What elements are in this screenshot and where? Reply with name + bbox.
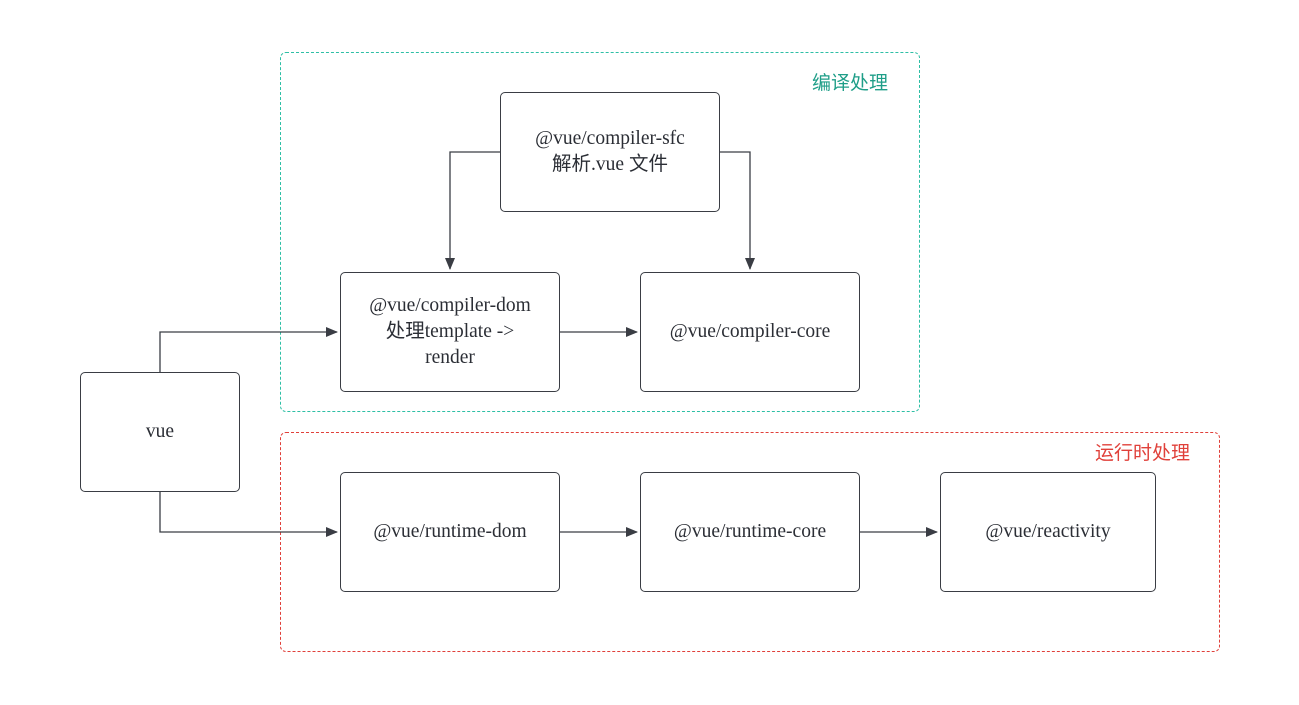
- node-compiler-core: @vue/compiler-core: [640, 272, 860, 392]
- node-vue: vue: [80, 372, 240, 492]
- node-vue-label: vue: [145, 421, 175, 442]
- node-runtime-dom: @vue/runtime-dom: [340, 472, 560, 592]
- runtime-group: [280, 432, 1220, 652]
- node-runtime-dom-label: @vue/runtime-dom: [373, 521, 527, 542]
- node-reactivity: @vue/reactivity: [940, 472, 1156, 592]
- node-reactivity-label: @vue/reactivity: [985, 521, 1111, 542]
- node-compiler-sfc-line-2: 解析.vue 文件: [552, 154, 668, 175]
- node-compiler-core-label: @vue/compiler-core: [669, 321, 831, 342]
- edge-compiler-sfc-to-compiler-dom: [445, 151, 500, 270]
- node-compiler-sfc: @vue/compiler-sfc 解析.vue 文件: [500, 92, 720, 212]
- node-compiler-dom-line-1: @vue/compiler-dom: [369, 295, 531, 316]
- node-compiler-dom: @vue/compiler-dom 处理template -> render: [340, 272, 560, 392]
- edge-vue-to-runtime-dom: [159, 492, 338, 537]
- node-compiler-dom-line-2: 处理template ->: [385, 321, 515, 342]
- node-runtime-core: @vue/runtime-core: [640, 472, 860, 592]
- node-compiler-dom-line-3: render: [425, 347, 475, 368]
- edge-vue-to-compiler-dom: [159, 327, 338, 372]
- runtime-group-label: 运行时处理: [1095, 442, 1191, 464]
- compile-group: [280, 52, 920, 412]
- edge-compiler-sfc-to-compiler-core: [720, 151, 755, 270]
- node-compiler-sfc-line-1: @vue/compiler-sfc: [535, 128, 685, 149]
- node-runtime-core-label: @vue/runtime-core: [673, 521, 827, 542]
- compile-group-label: 编译处理: [812, 72, 889, 94]
